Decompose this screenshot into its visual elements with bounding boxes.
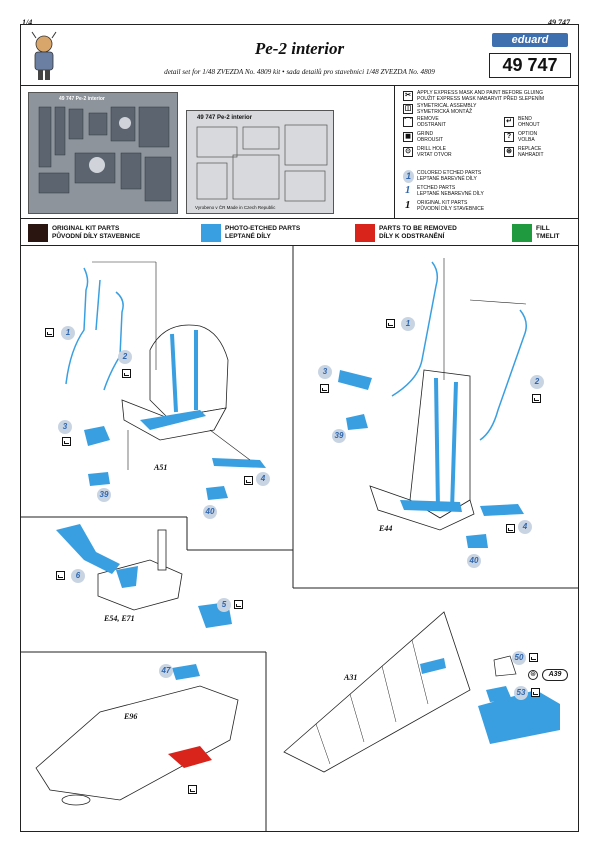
- header: Pe-2 interior detail set for 1/48 ZVEZDA…: [20, 24, 579, 86]
- legend-remove: REMOVE ODSTRANIT: [417, 116, 446, 128]
- legend-express-mask: APPLY EXPRESS MASK AND PAINT BEFORE GLUI…: [417, 90, 544, 102]
- legend-grind: GRIND OBROUSIT: [417, 131, 444, 143]
- color-fret-image: 49 747 Pe-2 interior: [28, 92, 178, 214]
- grind-icon: ◼: [403, 132, 413, 142]
- set-number: 49 747: [489, 53, 571, 78]
- legend-symmetrical: SYMETRICAL ASSEMBLY SYMETRICKÁ MONTÁŽ: [417, 103, 477, 115]
- bend-icon: [320, 384, 329, 393]
- swatch-removed: [355, 224, 375, 242]
- bend-icon: [531, 688, 540, 697]
- subtitle: detail set for 1/48 ZVEZDA No. 4809 kit …: [164, 68, 435, 76]
- color-key: ORIGINAL KIT PARTS PŮVODNÍ DÍLY STAVEBNI…: [20, 218, 579, 246]
- legend-drill-hole: DRILL HOLE VRTAT OTVOR: [417, 146, 452, 158]
- color-label-original: ORIGINAL KIT PARTS PŮVODNÍ DÍLY STAVEBNI…: [52, 225, 141, 240]
- color-label-fill: FILL TMELIT: [536, 225, 560, 240]
- legend-replace: REPLACE NAHRADIT: [518, 146, 544, 158]
- bend-icon: [188, 785, 197, 794]
- bend-icon: [62, 437, 71, 446]
- bend-icon: [532, 394, 541, 403]
- bend-icon: [386, 319, 395, 328]
- callout-part-39-right: 39: [332, 429, 346, 443]
- instruction-frame: [20, 24, 579, 832]
- part-label-a51: A51: [154, 463, 168, 472]
- etched-fret-parts: [196, 124, 328, 202]
- callout-part-50: 50: [512, 651, 526, 665]
- legend-bend: BEND OHNOUT: [518, 116, 540, 128]
- swatch-fill: [512, 224, 532, 242]
- original-parts-icon: 1: [405, 199, 411, 211]
- etched-fret-title: 49 747 Pe-2 interior: [197, 115, 253, 121]
- symbol-legend: ✂ APPLY EXPRESS MASK AND PAINT BEFORE GL…: [394, 86, 579, 218]
- bend-icon: [506, 524, 515, 533]
- callout-part-4-left: 4: [256, 472, 270, 486]
- bend-icon: [244, 476, 253, 485]
- colored-parts-icon: 1: [403, 170, 414, 183]
- legend-original-parts: ORIGINAL KIT PARTS PŮVODNÍ DÍLY STAVEBNI…: [417, 200, 485, 212]
- color-fret-label: 49 747 Pe-2 interior: [59, 96, 105, 102]
- callout-part-2-right: 2: [530, 375, 544, 389]
- callout-part-3-left: 3: [58, 420, 72, 434]
- etched-fret-footer: Vyrobeno v ČR Made in Czech Republic: [195, 205, 276, 210]
- callout-part-40-right: 40: [467, 554, 481, 568]
- bend-icon: [529, 653, 538, 662]
- etched-parts-icon: 1: [405, 184, 411, 196]
- page-number-right: 49 747: [548, 18, 570, 27]
- callout-part-6: 6: [71, 569, 85, 583]
- part-label-a31: A31: [344, 673, 358, 682]
- swatch-original: [28, 224, 48, 242]
- callout-part-5: 5: [217, 598, 231, 612]
- etched-fret-image: 49 747 Pe-2 interior Vyrobeno v ČR Made …: [186, 110, 334, 214]
- drill-hole-icon: ⊙: [403, 147, 413, 157]
- eduard-logo: eduard: [492, 33, 568, 47]
- part-label-e54-e71: E54, E71: [104, 614, 135, 623]
- color-label-removed: PARTS TO BE REMOVED DÍLY K ODSTRANĚNÍ: [379, 225, 457, 240]
- callout-part-53: 53: [514, 686, 528, 700]
- pilot-mascot-icon: [31, 31, 57, 80]
- callout-part-40-left: 40: [203, 505, 217, 519]
- bend-icon: ↵: [504, 117, 514, 127]
- callout-part-1-right: 1: [401, 317, 415, 331]
- callout-part-39-left: 39: [97, 488, 111, 502]
- replace-icon: ⊛: [528, 670, 538, 680]
- legend-colored-parts: COLORED ETCHED PARTS LEPTANÉ BAREVNÉ DÍL…: [417, 170, 482, 182]
- express-mask-icon: ✂: [403, 91, 413, 101]
- page-number-left: 1/4: [22, 18, 33, 27]
- bend-icon: [45, 328, 54, 337]
- swatch-photo-etched: [201, 224, 221, 242]
- legend-option: OPTION VOLBA: [518, 131, 538, 143]
- page-title: Pe-2 interior: [254, 39, 345, 58]
- legend-etched-parts: ETCHED PARTS LEPTANÉ NEBAREVNÉ DÍLY: [417, 185, 484, 197]
- part-label-e44: E44: [379, 524, 393, 533]
- color-label-photo-etched: PHOTO-ETCHED PARTS LEPTANÉ DÍLY: [225, 225, 301, 240]
- callout-part-47: 47: [159, 664, 173, 678]
- callout-part-1-left: 1: [61, 326, 75, 340]
- color-fret-parts: [38, 106, 172, 202]
- remove-icon: ⌒: [403, 117, 413, 127]
- part-label-e96: E96: [124, 712, 138, 721]
- callout-part-4-right: 4: [518, 520, 532, 534]
- option-icon: ?: [504, 132, 514, 142]
- replace-icon: ⊛: [504, 147, 514, 157]
- callout-part-2-left: 2: [118, 350, 132, 364]
- symmetrical-assembly-icon: ◫: [403, 104, 413, 114]
- callout-part-3-right: 3: [318, 365, 332, 379]
- part-label-a39: A39: [542, 669, 568, 681]
- bend-icon: [122, 369, 131, 378]
- bend-icon: [234, 600, 243, 609]
- bend-icon: [56, 571, 65, 580]
